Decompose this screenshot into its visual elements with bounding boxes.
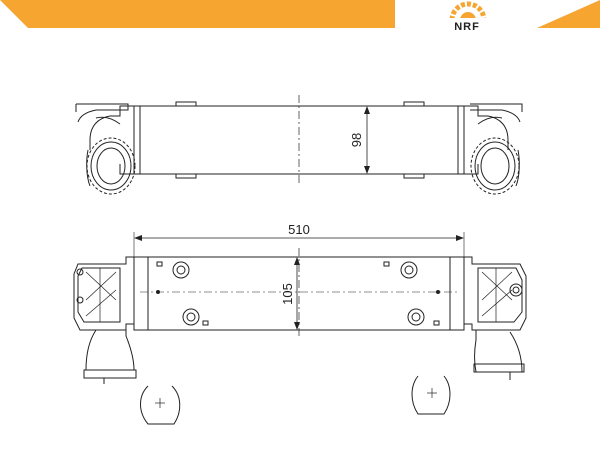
bolt-top-right xyxy=(400,261,418,279)
brand-name: NRF xyxy=(454,21,480,33)
bolt-bottom-left xyxy=(182,308,200,326)
dimension-height-top: 98 xyxy=(349,133,364,147)
left-outlet-pipe xyxy=(85,329,135,371)
dimension-height-front: 105 xyxy=(280,283,295,305)
clip-left xyxy=(140,385,181,425)
clip-right xyxy=(411,375,451,415)
bolt-top-left xyxy=(172,261,190,279)
dimension-length: 510 xyxy=(288,222,310,237)
right-hose-connector-top xyxy=(474,141,516,191)
front-view xyxy=(73,232,527,425)
header-banner-left xyxy=(0,0,395,28)
left-hose-connector-top xyxy=(90,141,132,191)
right-end-bracket xyxy=(464,256,527,331)
header-banner-right xyxy=(537,0,600,28)
right-outlet-pipe xyxy=(474,330,523,373)
top-view xyxy=(75,95,523,195)
nrf-logo-icon: NRF xyxy=(432,1,502,33)
bolt-bottom-right xyxy=(407,308,425,326)
left-end-bracket xyxy=(73,256,134,331)
